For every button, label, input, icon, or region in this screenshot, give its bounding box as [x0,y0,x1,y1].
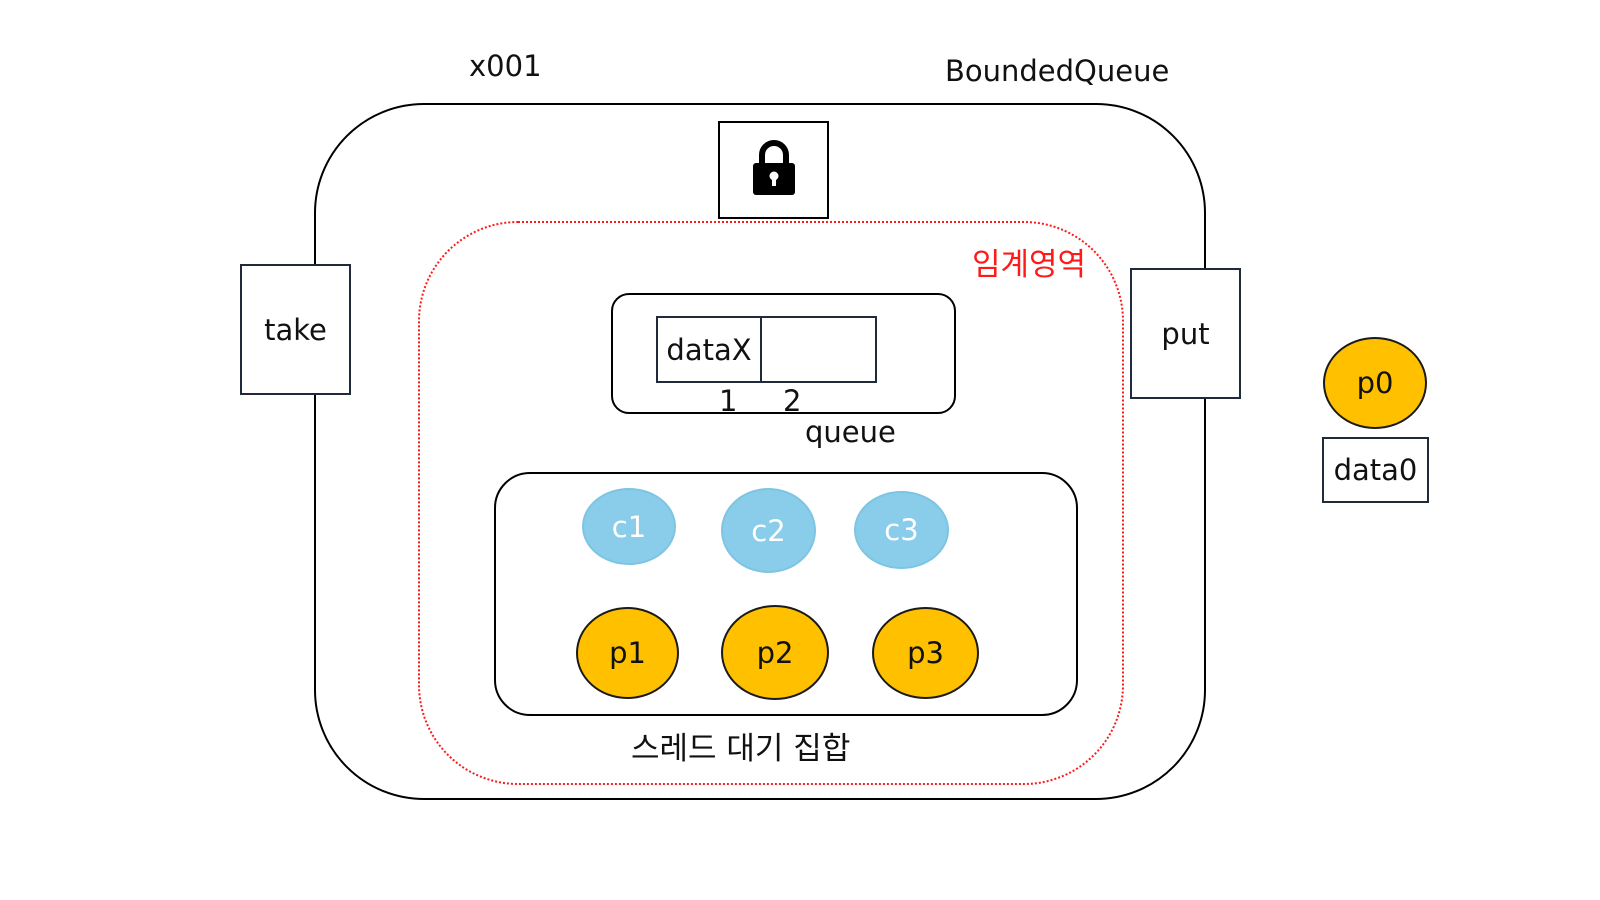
producer-thread-p2: p2 [721,605,829,700]
queue-panel [611,293,956,414]
consumer-thread-label: c2 [751,513,786,548]
producer-thread-p1: p1 [576,607,679,699]
consumer-thread-c3: c3 [854,491,949,569]
consumer-thread-c1: c1 [582,488,676,565]
consumer-thread-label: c1 [611,509,647,544]
producer-thread-p0: p0 [1323,337,1427,429]
put-method-box: put [1130,268,1241,399]
put-label: put [1161,316,1210,351]
queue-index-1: 1 [719,384,738,418]
queue-slot-1-value: dataX [666,332,752,367]
queue-slot-2 [760,316,877,383]
queue-index-2: 2 [783,384,802,418]
data-item-box: data0 [1322,437,1429,503]
take-method-box: take [240,264,351,395]
take-label: take [264,312,327,347]
wait-set-label: 스레드 대기 집합 [631,731,851,767]
critical-section-area [418,221,1124,785]
class-label: BoundedQueue [945,54,1170,88]
producer-thread-label: p1 [609,636,646,670]
thread-wait-set [494,472,1078,716]
lock-box [718,121,829,219]
lock-icon [751,139,797,201]
consumer-thread-c2: c2 [721,488,816,573]
critical-section-label: 임계영역 [972,247,1087,283]
data-item-label: data0 [1333,453,1418,487]
producer-thread-p3: p3 [872,607,979,699]
producer-thread-label: p2 [756,635,794,670]
queue-label: queue [805,415,896,449]
instance-label: x001 [469,49,542,83]
queue-slot-1: dataX [656,316,762,383]
consumer-thread-label: c3 [884,513,919,547]
bounded-queue-object [314,103,1206,800]
producer-thread-label: p0 [1356,366,1394,400]
producer-thread-label: p3 [907,636,944,670]
